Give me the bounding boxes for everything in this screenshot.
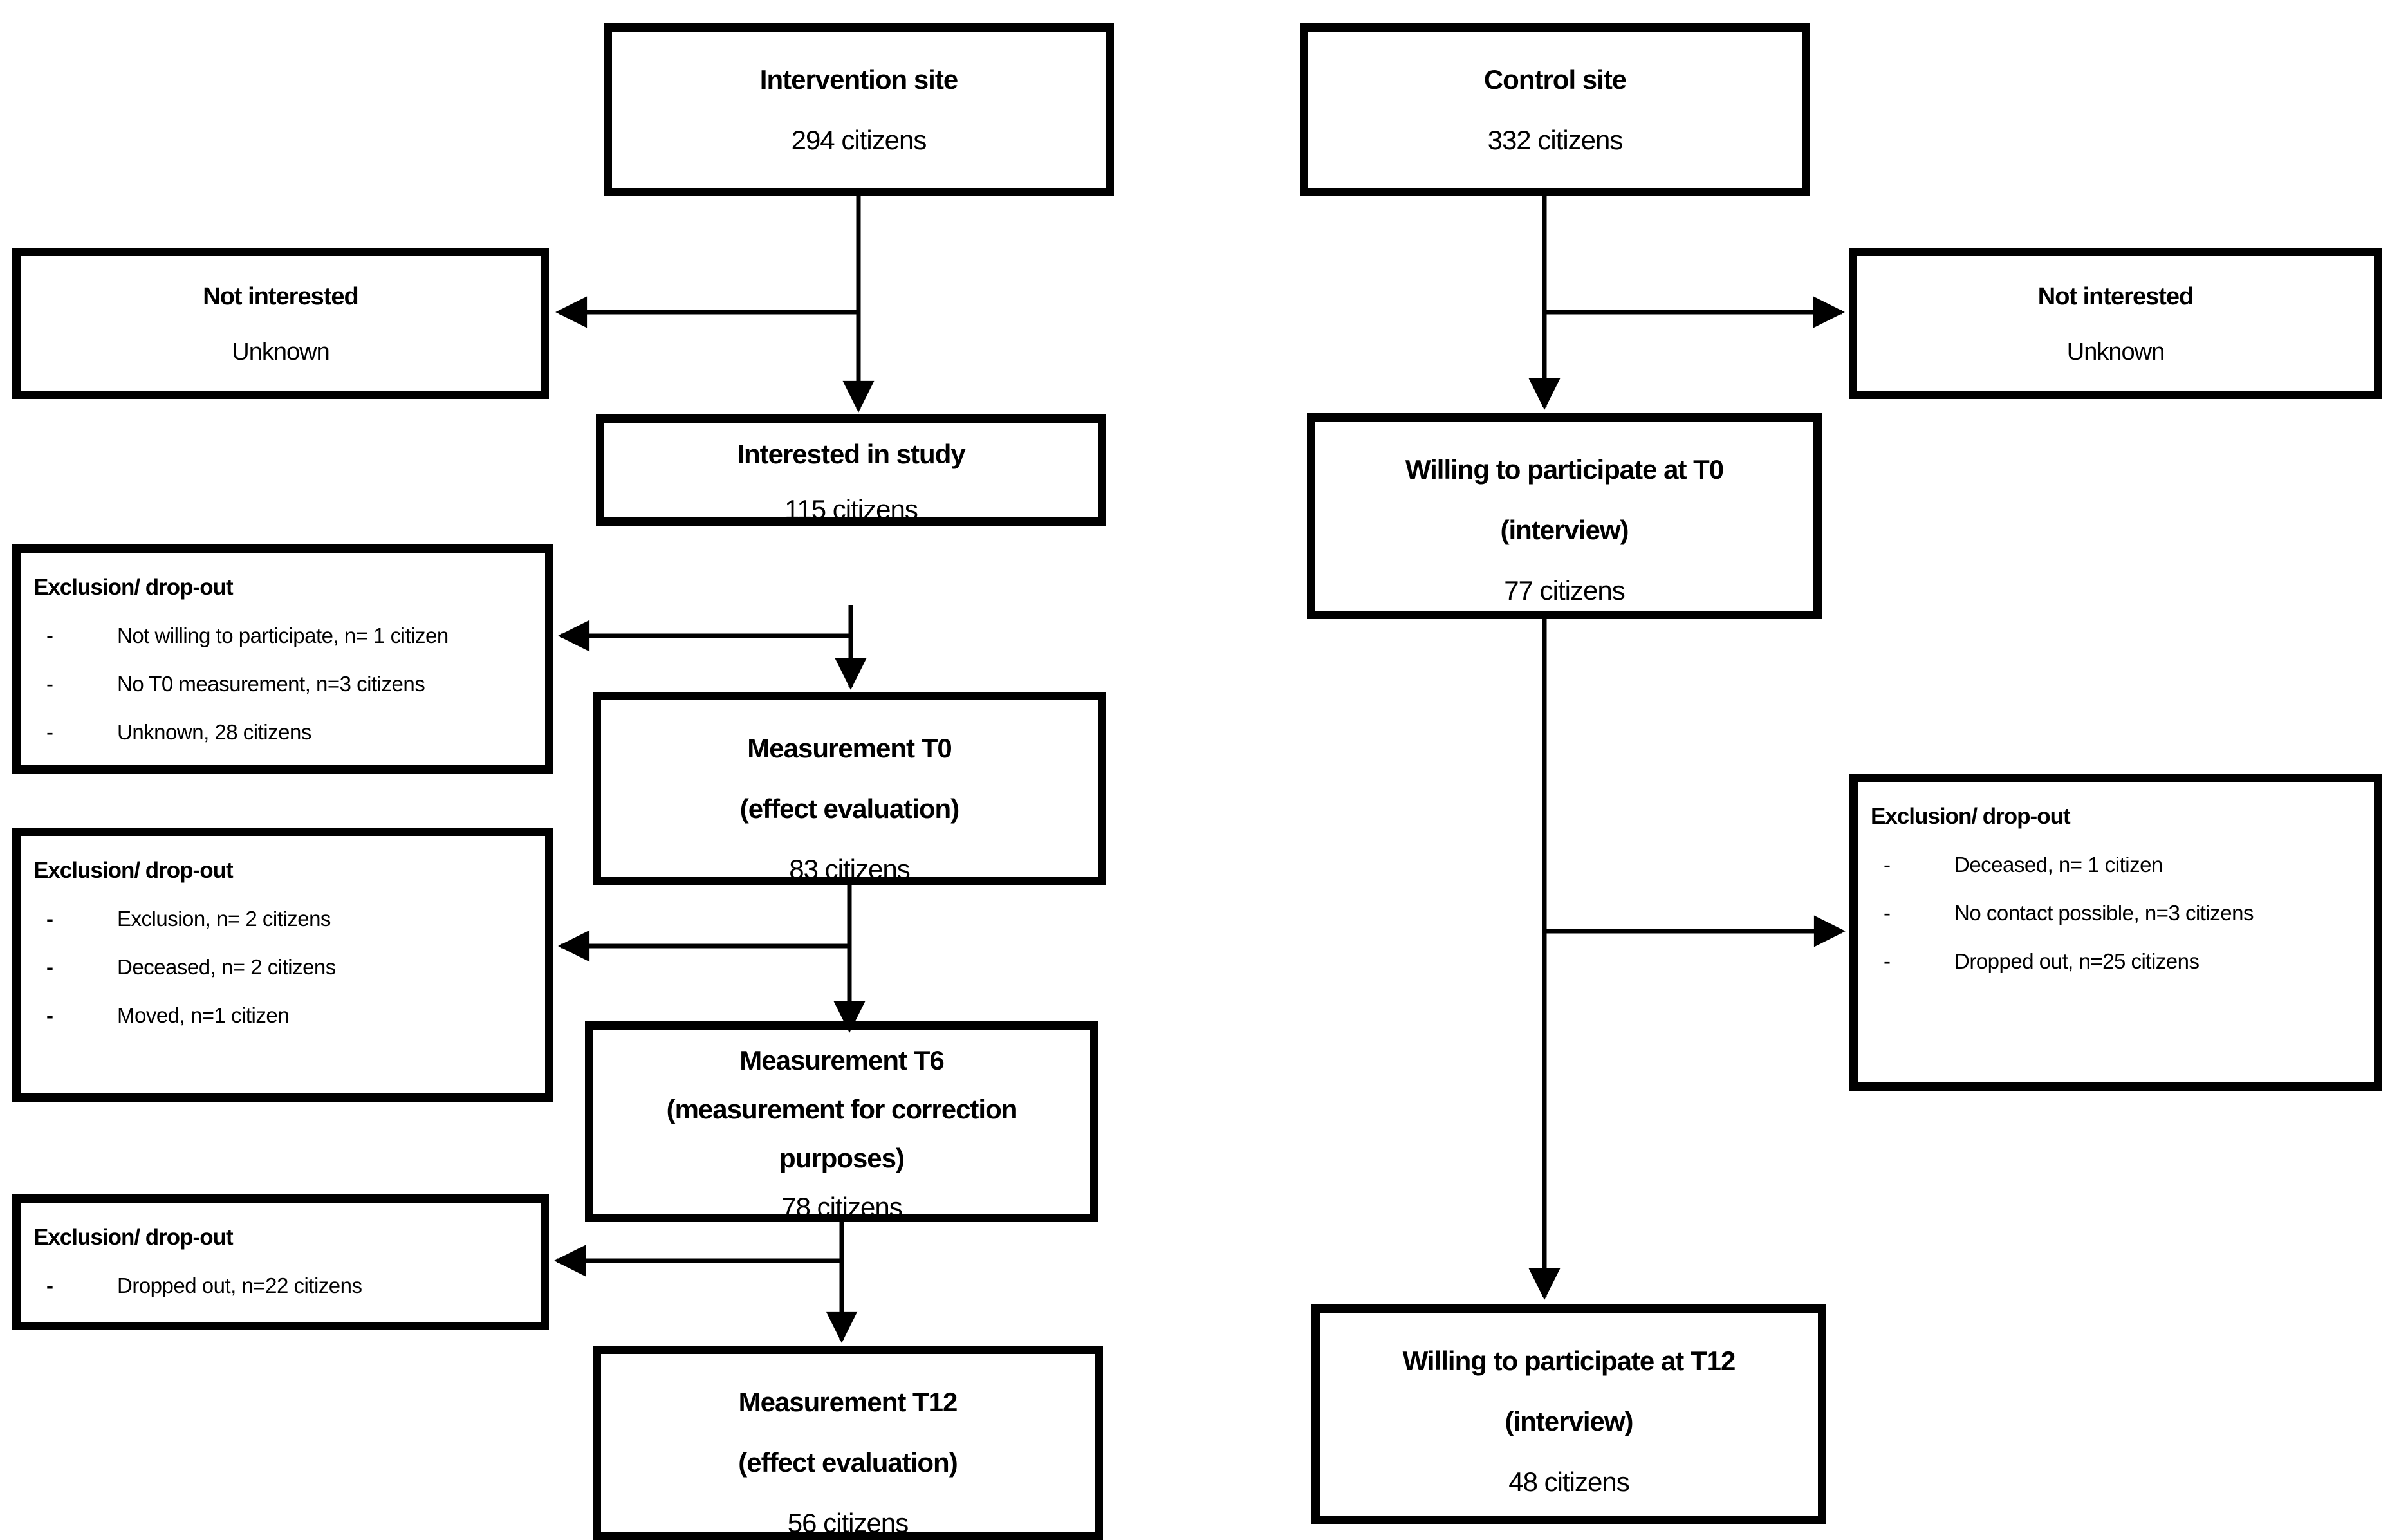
box-count: 115 citizens [784, 494, 918, 524]
exclusion-item: - Deceased, n= 2 citizens [33, 943, 539, 991]
exclusion-item-text: No contact possible, n=3 citizens [1954, 901, 2254, 925]
box-title: Not interested [2037, 283, 2194, 310]
bullet-dash: - [46, 1274, 53, 1297]
box-exclusion-dropout-2: Exclusion/ drop-out - Exclusion, n= 2 cit… [12, 828, 553, 1102]
exclusion-item-text: Dropped out, n=22 citizens [117, 1274, 362, 1297]
exclusion-item-text: Moved, n=1 citizen [117, 1003, 290, 1027]
box-subtitle: Unknown [2066, 339, 2165, 366]
exclusion-title: Exclusion/ drop-out [1871, 804, 2071, 829]
bullet-dash: - [46, 1003, 53, 1027]
exclusion-item-text: Exclusion, n= 2 citizens [117, 907, 331, 931]
box-title: Intervention site [759, 64, 958, 95]
bullet-dash: - [46, 672, 53, 696]
bullet-dash: - [1884, 901, 1891, 925]
box-exclusion-dropout-right: Exclusion/ drop-out - Deceased, n= 1 citi… [1849, 774, 2382, 1091]
exclusion-item-text: Deceased, n= 1 citizen [1954, 853, 2163, 877]
box-measurement-t12: Measurement T12 (effect evaluation) 56 c… [593, 1346, 1103, 1540]
exclusion-item: - Not willing to participate, n= 1 citize… [33, 611, 539, 660]
box-count: 48 citizens [1508, 1467, 1629, 1497]
box-count: 78 citizens [781, 1192, 902, 1222]
box-not-interested-right: Not interested Unknown [1849, 248, 2382, 399]
box-title: Not interested [203, 283, 358, 310]
exclusion-item: - Unknown, 28 citizens [33, 708, 539, 756]
exclusion-item: - No contact possible, n=3 citizens [1871, 889, 2367, 937]
box-measurement-t6: Measurement T6 (measurement for correcti… [585, 1021, 1098, 1222]
box-title: Willing to participate at T12 [1402, 1346, 1736, 1376]
bullet-dash: - [1884, 853, 1891, 877]
box-subtitle: (effect evaluation) [739, 793, 959, 824]
exclusion-item: - Dropped out, n=25 citizens [1871, 937, 2367, 985]
exclusion-item: - Deceased, n= 1 citizen [1871, 840, 2367, 889]
box-exclusion-dropout-3: Exclusion/ drop-out - Dropped out, n=22 c… [12, 1194, 549, 1330]
box-subtitle: (measurement for correction purposes) [666, 1094, 1018, 1173]
box-measurement-t0: Measurement T0 (effect evaluation) 83 ci… [593, 692, 1106, 885]
exclusion-item-text: No T0 measurement, n=3 citizens [117, 672, 425, 696]
box-title: Control site [1483, 64, 1627, 95]
box-interested-in-study: Interested in study 115 citizens [596, 414, 1106, 526]
exclusion-item: - No T0 measurement, n=3 citizens [33, 660, 539, 708]
box-count: 77 citizens [1504, 575, 1625, 606]
box-exclusion-dropout-1: Exclusion/ drop-out - Not willing to part… [12, 544, 553, 774]
exclusion-item-text: Deceased, n= 2 citizens [117, 955, 336, 979]
box-title: Measurement T12 [738, 1387, 958, 1417]
box-not-interested-left: Not interested Unknown [12, 248, 549, 399]
box-intervention-site: Intervention site 294 citizens [604, 23, 1114, 196]
box-title: Willing to participate at T0 [1405, 454, 1724, 485]
exclusion-item-text: Dropped out, n=25 citizens [1954, 949, 2200, 973]
box-subtitle: Unknown [232, 339, 329, 366]
box-count: 332 citizens [1487, 125, 1624, 155]
box-count: 83 citizens [789, 854, 910, 884]
bullet-dash: - [46, 624, 53, 647]
bullet-dash: - [46, 907, 53, 931]
box-control-site: Control site 332 citizens [1300, 23, 1810, 196]
box-subtitle: (interview) [1500, 515, 1629, 545]
box-title: Interested in study [737, 439, 965, 469]
exclusion-item: - Exclusion, n= 2 citizens [33, 895, 539, 943]
exclusion-item: - Moved, n=1 citizen [33, 991, 539, 1039]
bullet-dash: - [46, 720, 53, 744]
exclusion-title: Exclusion/ drop-out [33, 1225, 234, 1250]
box-title: Measurement T0 [747, 733, 952, 763]
exclusion-title: Exclusion/ drop-out [33, 575, 234, 600]
box-willing-t0: Willing to participate at T0 (interview)… [1307, 413, 1822, 619]
bullet-dash: - [46, 955, 53, 979]
box-count: 56 citizens [787, 1508, 909, 1538]
bullet-dash: - [1884, 949, 1891, 973]
box-count: 294 citizens [791, 125, 927, 155]
box-title: Measurement T6 [739, 1045, 944, 1075]
box-subtitle: (interview) [1505, 1406, 1633, 1436]
exclusion-item-text: Unknown, 28 citizens [117, 720, 311, 744]
exclusion-item-text: Not willing to participate, n= 1 citizen [117, 624, 449, 647]
box-willing-t12: Willing to participate at T12 (interview… [1311, 1304, 1826, 1524]
box-subtitle: (effect evaluation) [738, 1447, 958, 1478]
exclusion-item: - Dropped out, n=22 citizens [33, 1261, 534, 1310]
exclusion-title: Exclusion/ drop-out [33, 858, 234, 883]
